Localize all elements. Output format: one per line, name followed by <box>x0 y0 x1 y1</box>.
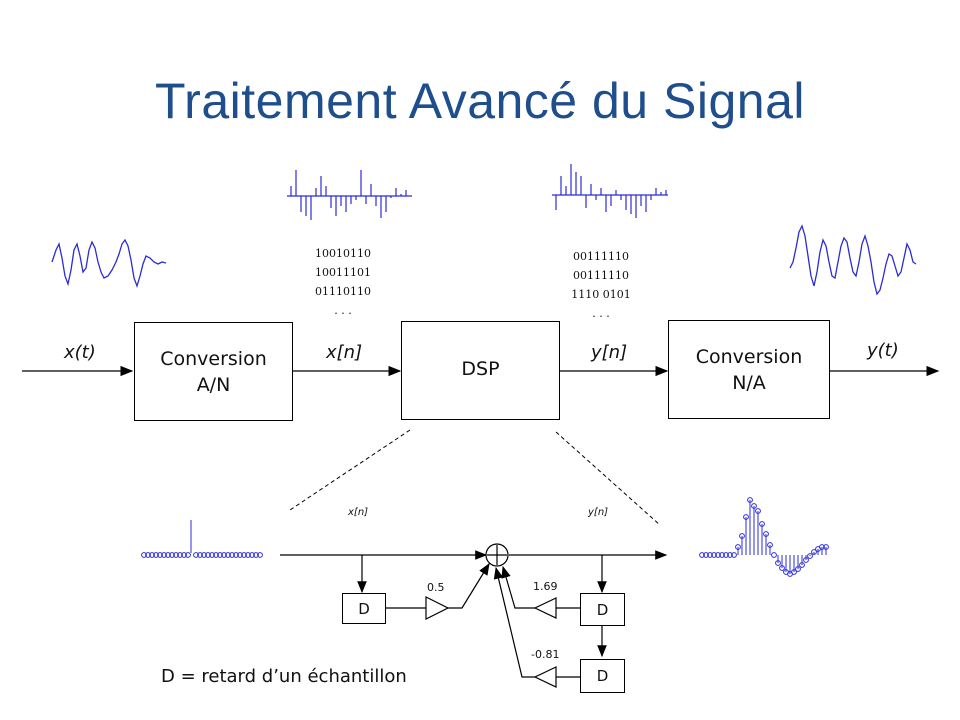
gain-1-69-triangle <box>533 597 557 619</box>
bitstream-input-line: 10010110 <box>315 247 371 260</box>
coef-feedback-1: 1.69 <box>533 580 558 593</box>
waveform-x-t <box>51 238 167 289</box>
bitstream-input-line: 10011101 <box>315 266 371 279</box>
signal-label-x-t: x(t) <box>64 342 96 363</box>
zoom-line-left <box>289 429 411 511</box>
bitstream-output-line: 00111110 <box>573 250 629 263</box>
adc-label-line2: A/N <box>196 373 231 396</box>
adc-label-line1: Conversion <box>160 347 267 370</box>
signal-label-y-t: y(t) <box>867 340 899 361</box>
gain-neg-0-81-triangle <box>533 666 557 688</box>
bitstream-output: 00111110 00111110 1110 0101 . . . <box>556 247 646 323</box>
delay-box-feedback-2: D <box>580 659 625 693</box>
filter-output-label: y[n] <box>588 507 609 518</box>
dac-label-line1: Conversion <box>695 345 803 368</box>
stem-plot-y-n <box>552 164 668 218</box>
signal-label-x-n: x[n] <box>326 342 363 363</box>
delay-box-feedback-1: D <box>580 593 625 626</box>
dsp-label: DSP <box>461 358 500 380</box>
bitstream-output-ellipsis: . . . <box>592 307 610 320</box>
stem-plot-x-n <box>287 170 412 220</box>
delay-legend: D = retard d’un échantillon <box>161 666 407 687</box>
dac-label-line2: N/A <box>732 371 766 394</box>
dac-block: Conversion N/A <box>668 320 830 419</box>
gain-0-5-triangle <box>425 596 450 620</box>
impulse-response-plot <box>699 497 829 577</box>
impulse-input-plot <box>141 520 263 558</box>
bitstream-output-line: 00111110 <box>573 269 629 282</box>
filter-input-label: x[n] <box>348 507 369 518</box>
waveform-y-t <box>789 224 917 296</box>
signal-label-y-n: y[n] <box>591 342 628 363</box>
slide-title: Traitement Avancé du Signal <box>155 73 805 129</box>
zoom-line-right <box>555 431 661 526</box>
bitstream-input: 10010110 10011101 01110110 . . . <box>298 244 388 320</box>
filter-flow-graph <box>280 543 668 688</box>
coef-feedforward: 0.5 <box>427 581 445 594</box>
bitstream-output-line: 1110 0101 <box>571 288 631 301</box>
coef-feedback-2: -0.81 <box>531 648 560 661</box>
bitstream-input-line: 01110110 <box>315 285 371 298</box>
dsp-block: DSP <box>401 321 560 420</box>
bitstream-input-ellipsis: . . . <box>334 304 352 317</box>
adc-block: Conversion A/N <box>134 322 293 421</box>
delay-box-feedforward: D <box>342 593 386 624</box>
